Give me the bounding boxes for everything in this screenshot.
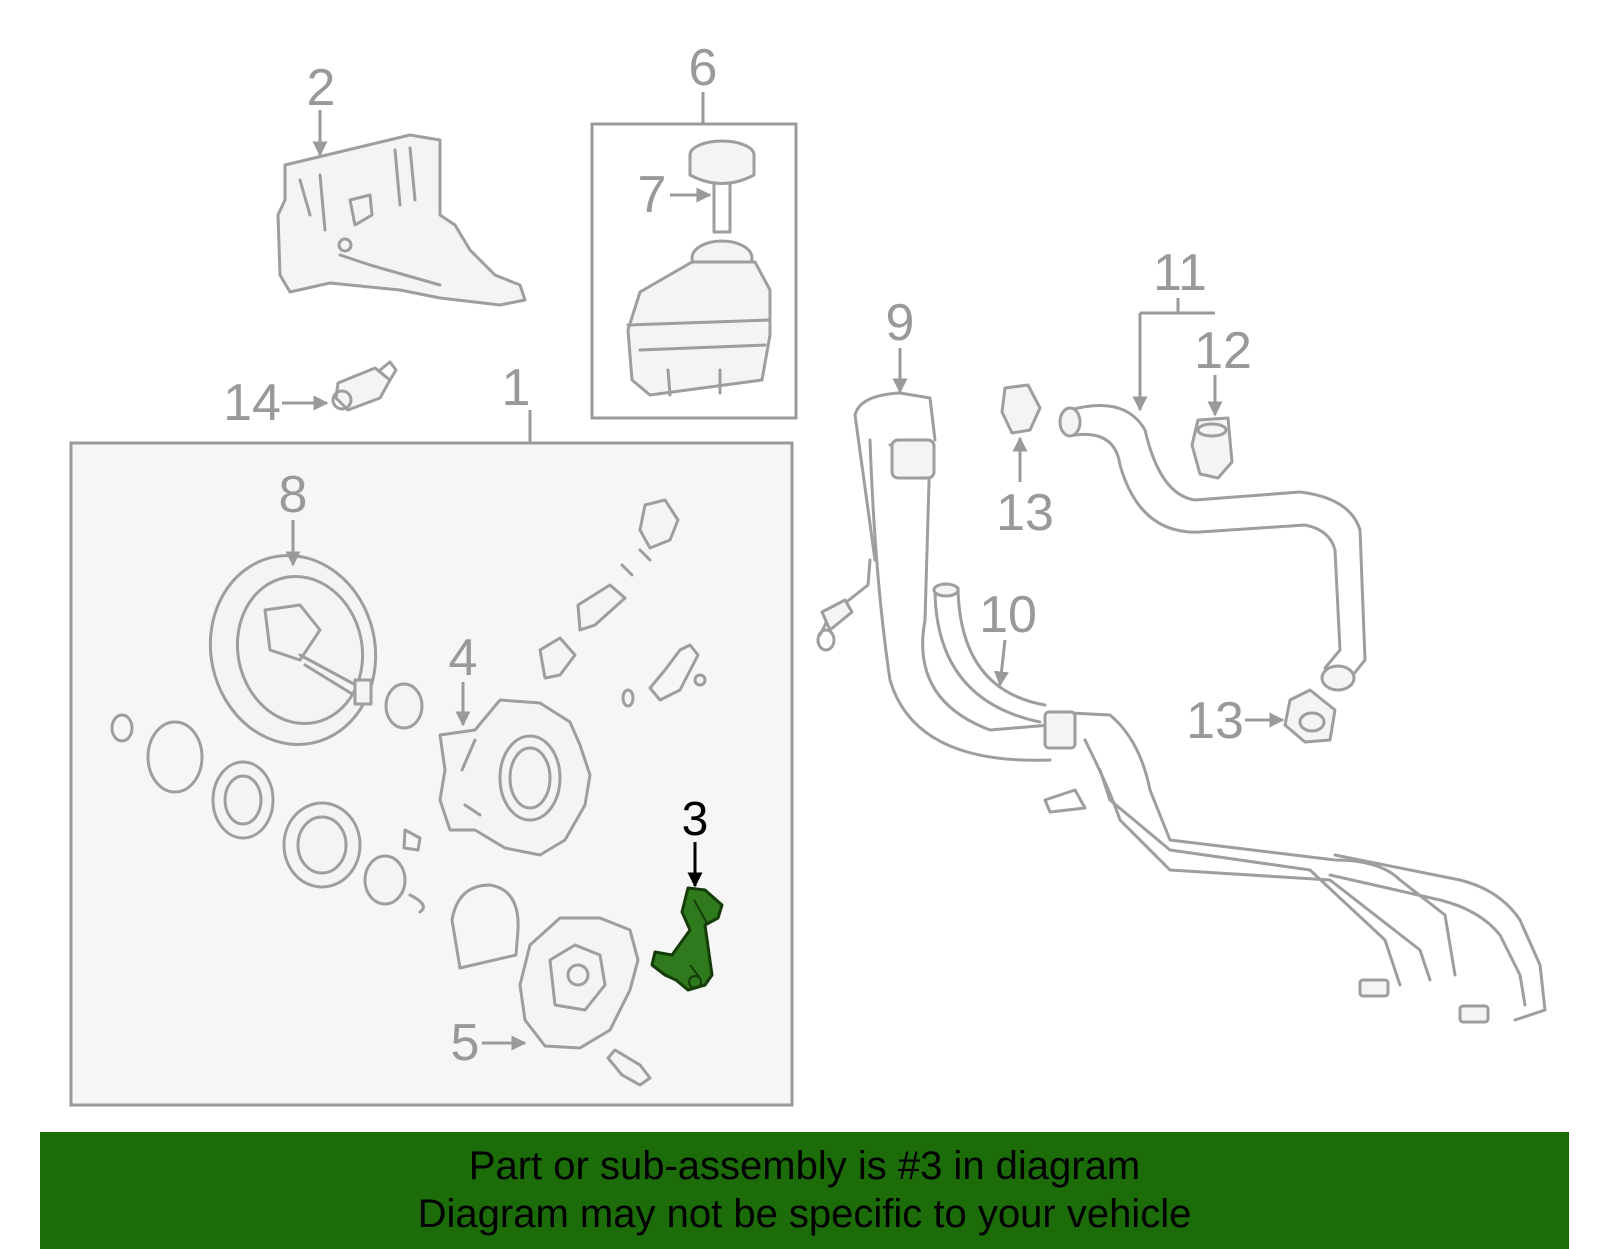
callout-12: 12 [1194, 322, 1252, 380]
info-banner: Part or sub-assembly is #3 in diagram Di… [40, 1132, 1569, 1249]
part-7-cap [688, 139, 756, 234]
part-4-pump-body [438, 698, 592, 857]
callout-5: 5 [451, 1014, 480, 1072]
callout-3: 3 [682, 793, 709, 846]
part-9-pressure-hose [816, 391, 1052, 762]
part-14-sensor [331, 360, 398, 412]
part-10-lines [932, 582, 1547, 1024]
leader-11 [1140, 298, 1215, 410]
part-8-pulley [208, 554, 378, 746]
callout-13-lower: 13 [1186, 692, 1244, 750]
callout-6: 6 [689, 39, 718, 97]
parts-diagram: 1 6 2 7 14 8 [69, 39, 1547, 1107]
callout-8: 8 [279, 466, 308, 524]
callout-13-upper: 13 [996, 484, 1054, 542]
callout-10: 10 [979, 586, 1037, 644]
banner-line-part: Part or sub-assembly is #3 in diagram [468, 1144, 1141, 1188]
part-13-clamp-upper [1000, 383, 1042, 435]
reservoir-tank [626, 239, 772, 397]
part-2-shield [276, 133, 527, 307]
callout-1: 1 [502, 359, 531, 417]
part-5-housing [518, 916, 652, 1087]
part-3-bracket-highlighted [650, 886, 724, 992]
leader-10 [994, 639, 1009, 687]
callout-2: 2 [307, 59, 336, 117]
callout-14: 14 [223, 374, 281, 432]
banner-line-disclaimer: Diagram may not be specific to your vehi… [417, 1192, 1192, 1236]
part-12-clamp [1190, 416, 1234, 480]
part-13-clamp-lower [1283, 688, 1337, 744]
valve-fittings [538, 498, 707, 708]
seals-and-rings [110, 682, 520, 970]
callout-9: 9 [886, 294, 915, 352]
callout-4: 4 [449, 629, 478, 687]
pump-assembly-box [69, 441, 794, 1107]
callout-7: 7 [638, 166, 667, 224]
callout-11: 11 [1153, 244, 1207, 302]
part-11-suction-hose [1058, 404, 1367, 692]
